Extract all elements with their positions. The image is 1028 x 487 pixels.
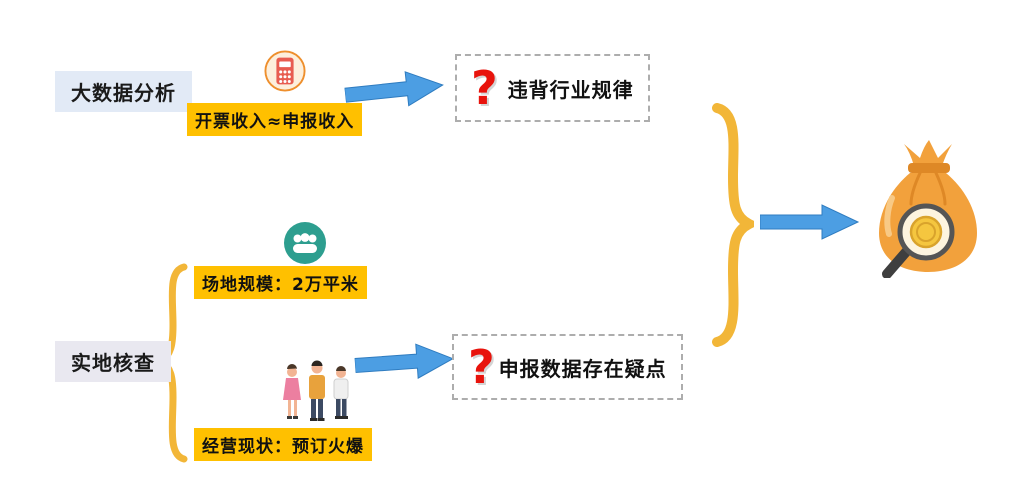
finding-site-scale: 场地规模：2万平米 [194,266,367,299]
money-bag-magnifier-icon [862,136,994,279]
question-mark-icon: ? [471,61,498,115]
label-field-verification: 实地核查 [55,341,171,382]
conclusion-industry-text: 违背行业规律 [507,77,634,102]
question-mark-icon: ? [468,340,495,394]
arrow-right-icon [343,65,447,115]
arrow-right-icon [354,339,457,386]
calculator-icon [264,50,306,92]
people-icon [278,360,356,424]
meeting-icon [283,221,327,265]
conclusion-industry-box: ? 违背行业规律 [455,54,650,122]
conclusion-doubt-box: ? 申报数据存在疑点 [452,334,683,400]
right-curly-brace-shape [712,103,761,347]
finding-invoice-income: 开票收入≈申报收入 [187,103,363,136]
conclusion-doubt-text: 申报数据存在疑点 [498,356,667,381]
label-big-data-analysis: 大数据分析 [55,71,192,112]
finding-business-status: 经营现状：预订火爆 [194,428,372,461]
arrow-right-icon [759,202,860,242]
